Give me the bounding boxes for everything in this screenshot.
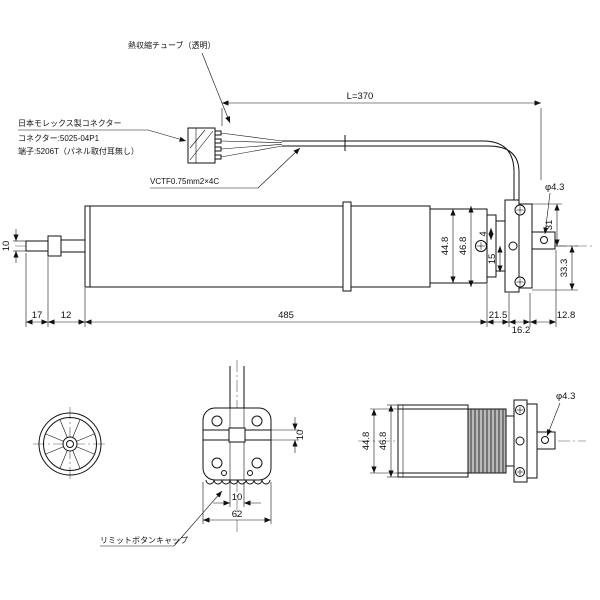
wire [220, 144, 283, 150]
dim-chain: 17 12 485 21.5 16.2 12.8 [25, 250, 576, 336]
step-piece [505, 415, 515, 467]
power-cable [282, 135, 520, 200]
leader-cable-spec [257, 147, 301, 189]
motor-hatched-body [467, 408, 507, 474]
dim-label-16-2: 16.2 [512, 325, 531, 336]
callout-connector-terminal: 端子:5206T（パネル取付耳無し） [18, 146, 139, 156]
callout-hole-dia-top: φ4.3 [545, 182, 564, 193]
dim-label-offset-small: 4 [478, 231, 489, 236]
motor-side-view: φ4.3 44.8 46.8 [358, 391, 586, 483]
mounting-bracket [504, 199, 556, 293]
end-view-wheel [33, 407, 107, 481]
tube-band [342, 201, 352, 292]
output-shaft [25, 235, 86, 257]
connector-hatch [189, 130, 214, 161]
cable-line [282, 145, 520, 200]
leader-heat-shrink [201, 52, 231, 124]
hub-circle [62, 436, 78, 452]
shaft-tip [25, 240, 49, 252]
callout-hole-dia-side: φ4.3 [556, 391, 575, 402]
bracket-center-hole [515, 436, 525, 446]
motor-hatching [470, 409, 504, 473]
wheel-outer-circle [38, 412, 102, 476]
tube-body [84, 205, 431, 288]
dim-label-21-5: 21.5 [489, 310, 508, 321]
wire [220, 140, 283, 143]
hub-bore [66, 440, 74, 448]
cable-line [282, 140, 515, 200]
head-front-view: 10 10 62 リミットボタンキャップ [100, 360, 306, 547]
callout-cable-spec: VCTF0.75mm2×4C [150, 177, 219, 186]
screw-head-icon [475, 240, 487, 252]
leader-hole-side [546, 402, 561, 437]
leader-connector [147, 129, 187, 142]
shaft-neck [60, 239, 86, 253]
dim-label-31: 31 [544, 220, 555, 231]
small-hole [221, 470, 227, 476]
dim-label-485: 485 [278, 310, 294, 321]
wire [220, 145, 283, 158]
dim-shaft-width: 10 [1, 229, 26, 263]
connector-pin [214, 154, 222, 160]
dim-label-12: 12 [61, 310, 72, 321]
dim-label-62: 62 [232, 509, 243, 520]
top-side-view: 10 44.8 46.8 4 15 [1, 40, 592, 336]
step-piece [486, 214, 497, 278]
callout-heat-shrink: 熱収縮チューブ（透明） [128, 40, 216, 50]
callout-connector-maker: 日本モレックス製コネクター [18, 118, 121, 128]
dim-label-length: L=370 [347, 91, 374, 102]
wheel-inner-circle [43, 417, 97, 471]
dim-label-inner: 44.8 [361, 432, 372, 451]
dim-label-inner-dia: 44.8 [440, 237, 451, 256]
bracket-plate-2 [518, 203, 533, 289]
dim-label-17: 17 [32, 310, 43, 321]
dim-label-offset-mid: 15 [487, 254, 498, 265]
small-hole [247, 470, 253, 476]
callout-connector-model: コネクター:5025-04P1 [18, 134, 100, 143]
bracket-center-hole [508, 241, 518, 251]
corner-button [211, 415, 223, 427]
dim-label-outer: 46.8 [378, 432, 389, 451]
bracket-plate-2 [526, 403, 538, 479]
dim-label-shaft: 10 [1, 241, 12, 252]
wire [220, 132, 283, 142]
tab-hole [541, 436, 549, 444]
connector-hatch [189, 129, 206, 149]
connector-pin [214, 138, 222, 144]
tube-end [397, 404, 469, 478]
leader-hole-top [543, 192, 551, 235]
tab-hole [540, 236, 548, 244]
connector-pin [214, 130, 222, 136]
shaft-collar [47, 235, 62, 257]
corner-button [251, 415, 263, 427]
dim-label-12-8: 12.8 [557, 310, 576, 321]
leader-limit-cap [173, 490, 223, 547]
bracket-dims: 31 33.3 [532, 203, 578, 291]
dim-label-33-3: 33.3 [559, 259, 570, 278]
corner-button [251, 457, 263, 469]
dim-label-band: 10 [295, 430, 306, 441]
callout-limit-button-cap: リミットボタンキャップ [100, 536, 188, 545]
connector-pin [214, 146, 222, 152]
dim-cable-length: L=370 [221, 91, 542, 180]
connector [187, 127, 283, 164]
dim-label-tube-width: 10 [232, 492, 243, 503]
center-boss [228, 427, 246, 443]
dim-label-outer-dia: 46.8 [458, 237, 469, 256]
corner-button [211, 457, 223, 469]
limit-button-serration [205, 479, 271, 485]
